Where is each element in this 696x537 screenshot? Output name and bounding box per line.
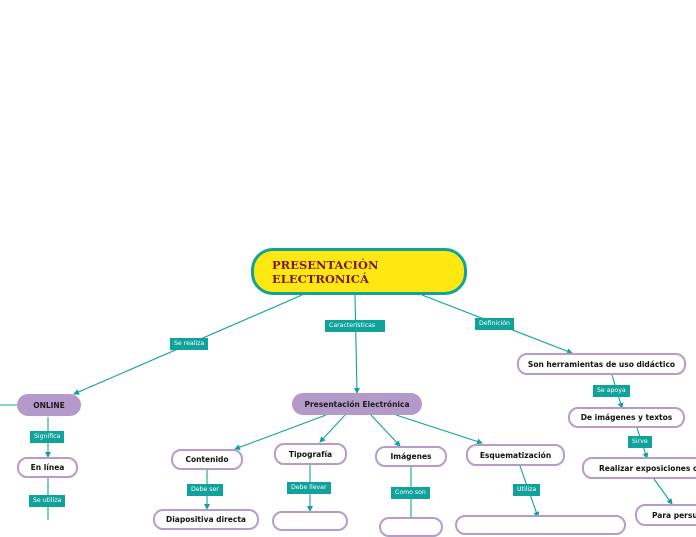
node-tipografia-child[interactable] [272, 511, 348, 531]
label-caracteristicas: Características [325, 320, 385, 332]
concept-map: PRESENTACIÓN ELECTRONICÁ ONLINE Presenta… [0, 248, 696, 537]
label-como-son: Como son [391, 487, 430, 499]
edge-expo-persuadir [653, 478, 673, 505]
node-esquematizacion[interactable]: Esquematización [466, 444, 565, 466]
label-debe-llevar: Debe llevar [287, 482, 331, 494]
label-utiliza: Utiliza [513, 484, 541, 496]
node-herramientas-didactico[interactable]: Son herramientas de uso didáctico [517, 353, 686, 375]
node-esquematizacion-child[interactable] [455, 515, 626, 535]
root-topic-node[interactable]: PRESENTACIÓN ELECTRONICÁ [251, 248, 467, 295]
edge-pres-imagenes [370, 414, 401, 447]
label-sirve: Sirve [628, 436, 652, 448]
node-presentacion-electronica[interactable]: Presentación Electrónica [292, 393, 422, 415]
node-tipografia[interactable]: Tipografía [274, 443, 347, 465]
node-online[interactable]: ONLINE [17, 394, 81, 416]
edge-pres-esquematizacion [395, 414, 483, 445]
label-se-apoya: Se apoya [593, 385, 630, 397]
node-en-linea[interactable]: En línea [17, 457, 78, 478]
node-exposiciones-orales[interactable]: Realizar exposiciones ora [582, 457, 696, 479]
node-imagenes-textos[interactable]: De imágenes y textos [568, 407, 685, 428]
label-debe-ser: Debe ser [187, 484, 223, 496]
node-persuadir[interactable]: Para persua [635, 504, 696, 526]
root-topic-title: PRESENTACIÓN ELECTRONICÁ [272, 257, 379, 286]
edge-pres-tipografia [319, 414, 346, 443]
edge-pres-contenido [234, 414, 327, 451]
label-se-realiza: Se realiza [170, 338, 209, 350]
node-contenido[interactable]: Contenido [171, 449, 243, 470]
label-se-utiliza: Se utiliza [29, 495, 66, 507]
node-imagenes-child[interactable] [379, 517, 443, 537]
edge-root-presentacion [353, 294, 360, 394]
node-imagenes[interactable]: Imágenes [375, 446, 447, 467]
label-definicion: Definición [475, 318, 514, 330]
label-significa: Significa [30, 431, 65, 443]
